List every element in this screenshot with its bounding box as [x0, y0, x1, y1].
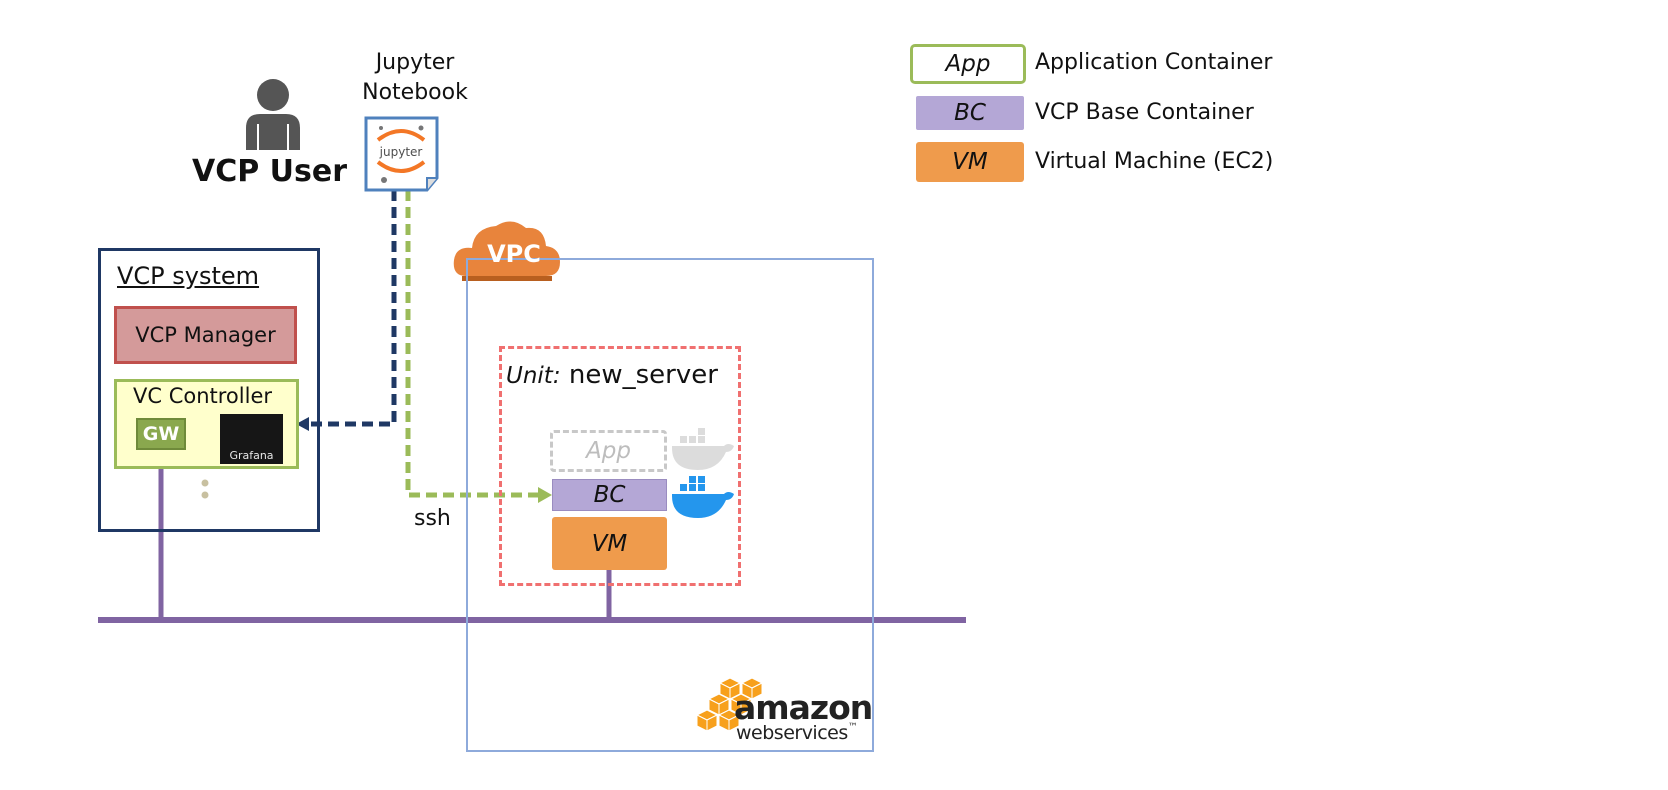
aws-tm: ™ [847, 722, 858, 733]
user-icon [246, 79, 300, 150]
vcp-manager-box: VCP Manager [114, 306, 297, 364]
legend-app-badge: App [910, 44, 1026, 84]
base-container-box: BC [552, 479, 667, 511]
vcp-manager-label: VCP Manager [135, 323, 276, 347]
aws-logo-webservices: webservices™ [736, 722, 858, 744]
grafana-label: Grafana [229, 449, 274, 462]
legend-vm-badge: VM [916, 142, 1024, 182]
unit-title: Unit: new_server [506, 360, 718, 390]
legend-app-badge-label: App [945, 51, 991, 77]
vcp-system-box [98, 248, 320, 532]
vpc-cloud-label: VPC [487, 240, 541, 268]
continuation-dot [201, 479, 209, 487]
vcp-user-label: VCP User [192, 154, 348, 189]
legend-bc-badge-label: BC [954, 100, 986, 126]
ssh-connector [405, 190, 540, 498]
legend-bc-text: VCP Base Container [1035, 100, 1254, 125]
jupyter-title-line1: Jupyter [375, 50, 455, 75]
jupyter-logo-text: jupyter [379, 145, 423, 159]
app-container-placeholder: App [550, 430, 667, 472]
legend-vm-badge-label: VM [952, 149, 988, 175]
jupyter-title-line2: Notebook [362, 80, 468, 105]
controller-arrowhead [296, 417, 309, 431]
virtual-machine-box: VM [552, 517, 667, 570]
vpc-cloud-icon [453, 221, 560, 281]
gw-label: GW [142, 423, 180, 445]
legend-bc-badge: BC [916, 96, 1024, 130]
grafana-logo: Grafana [220, 414, 283, 464]
vc-controller-label: VC Controller [133, 384, 273, 408]
app-label: App [586, 438, 631, 464]
unit-prefix: Unit: [506, 363, 561, 389]
aws-webservices-text: webservices [736, 722, 848, 744]
legend-app-text: Application Container [1035, 50, 1273, 75]
continuation-dot [201, 491, 209, 499]
unit-box [499, 346, 741, 586]
jupyter-icon: jupyter [364, 116, 439, 192]
vm-label: VM [591, 530, 628, 557]
docker-icon [672, 476, 734, 518]
jupyter-to-controller-connector [306, 190, 397, 427]
aws-cubes-icon [695, 677, 764, 732]
ssh-label: ssh [414, 506, 451, 531]
unit-name: new_server [568, 360, 718, 390]
vcp-system-title: VCP system [117, 262, 260, 290]
bc-label: BC [593, 482, 626, 508]
vpc-box [466, 258, 874, 752]
gw-box: GW [136, 418, 186, 450]
aws-logo-amazon: amazon [734, 688, 873, 727]
jupyter-title: Jupyter Notebook [340, 48, 490, 108]
legend-vm-text: Virtual Machine (EC2) [1035, 149, 1274, 174]
docker-icon-ghost [672, 428, 734, 470]
ssh-arrowhead [538, 487, 552, 503]
